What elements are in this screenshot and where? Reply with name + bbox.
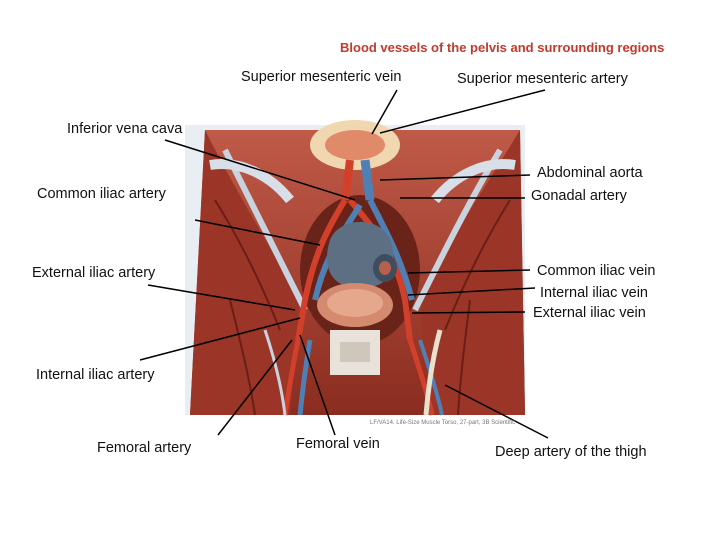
diagram-title: Blood vessels of the pelvis and surround…	[340, 40, 665, 55]
label-femoral-vein: Femoral vein	[296, 436, 380, 452]
photo-credit: LF/VA14. Life-Size Muscle Torso, 27-part…	[370, 420, 516, 426]
vena-cava-shape	[360, 159, 375, 201]
aorta-shape	[341, 159, 354, 201]
label-internal-iliac-artery: Internal iliac artery	[36, 367, 155, 383]
label-deep-artery-of-the-thigh: Deep artery of the thigh	[495, 444, 647, 460]
label-common-iliac-artery: Common iliac artery	[37, 186, 166, 202]
label-abdominal-aorta: Abdominal aorta	[537, 165, 643, 181]
label-external-iliac-artery: External iliac artery	[32, 265, 156, 281]
label-gonadal-artery: Gonadal artery	[531, 188, 627, 204]
label-internal-iliac-vein: Internal iliac vein	[540, 285, 648, 301]
label-external-iliac-vein: External iliac vein	[533, 305, 646, 321]
pointer-lines	[139, 89, 549, 439]
label-superior-mesenteric-artery: Superior mesenteric artery	[457, 71, 628, 87]
label-common-iliac-vein: Common iliac vein	[537, 263, 656, 279]
label-femoral-artery: Femoral artery	[97, 440, 192, 456]
label-inferior-vena-cava: Inferior vena cava	[67, 121, 183, 137]
label-superior-mesenteric-vein: Superior mesenteric vein	[241, 69, 402, 85]
